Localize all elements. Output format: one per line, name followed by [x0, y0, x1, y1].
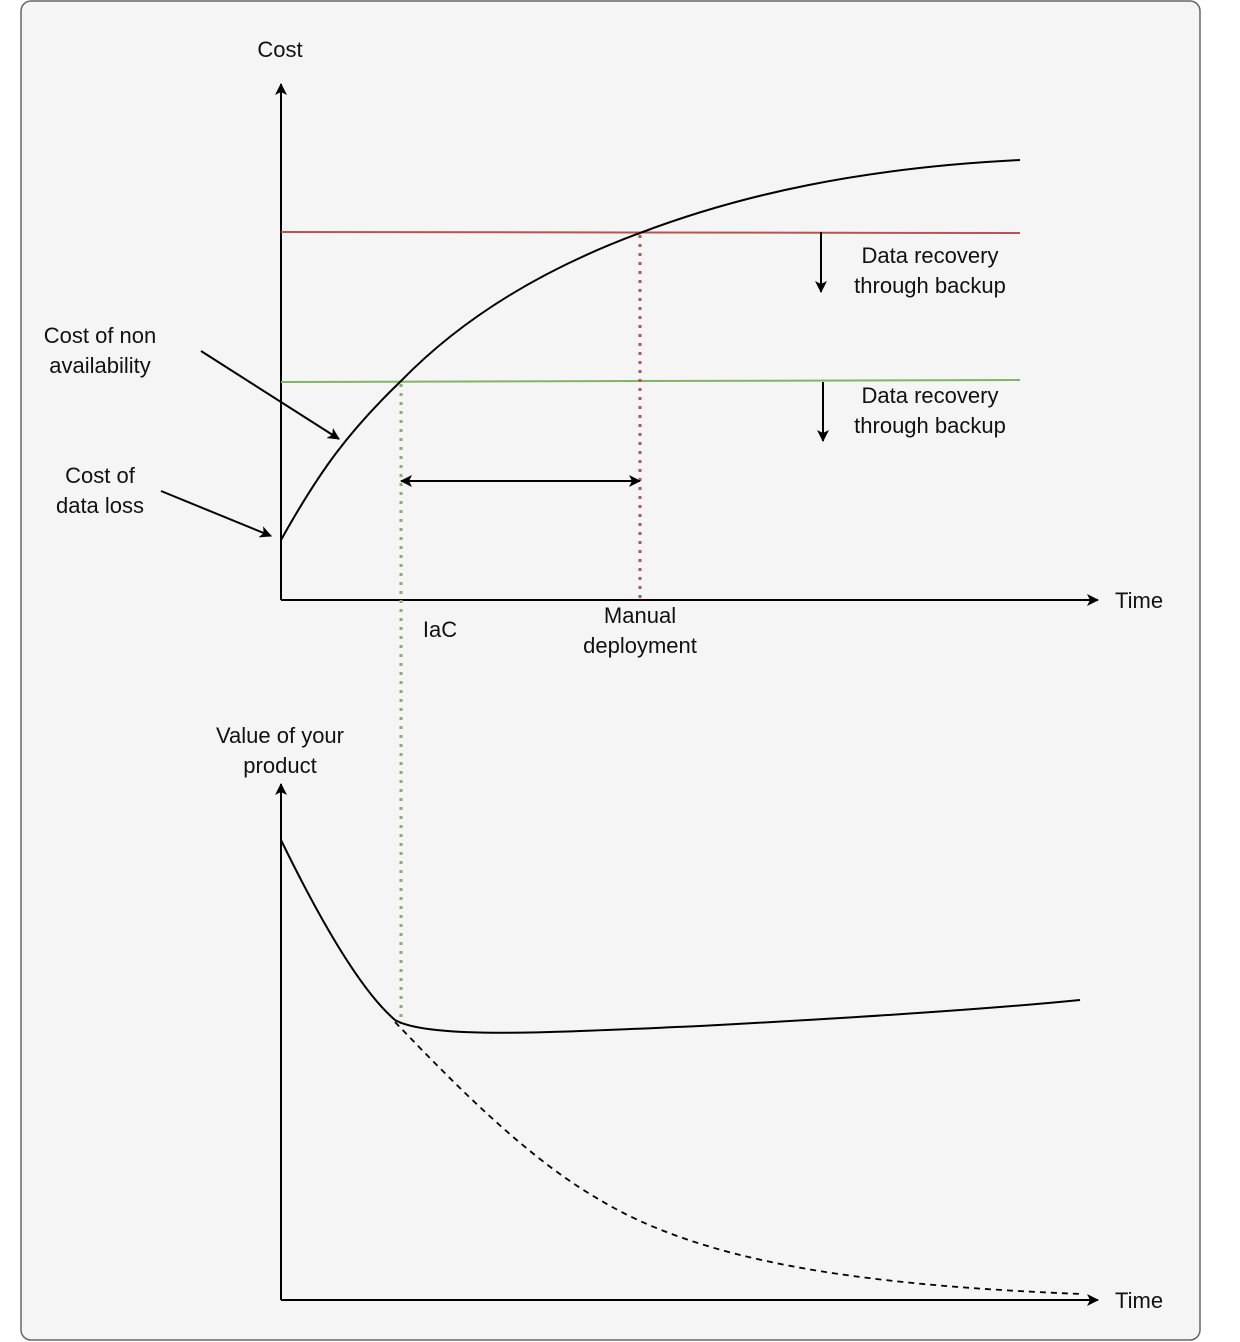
cost-curve: [280, 159, 1021, 541]
iac-threshold-line: [280, 379, 1021, 383]
manual-deployment-label-line1: Manual: [604, 603, 676, 628]
data-loss-label-line2: data loss: [56, 493, 144, 518]
recovery-red-label-line2: through backup: [854, 273, 1006, 298]
recovery-green-label-line1: Data recovery: [862, 383, 999, 408]
diagram-frame: [20, 0, 1201, 1341]
recovery-green-label-line2: through backup: [854, 413, 1006, 438]
non-availability-label-line1: Cost of non: [44, 323, 157, 348]
manual-deployment-label-line2: deployment: [583, 633, 697, 658]
cost-axis-label: Cost: [257, 37, 302, 62]
time-axis-label-top: Time: [1115, 588, 1163, 613]
data-loss-label-line1: Cost of: [65, 463, 136, 488]
non-availability-pointer: [200, 350, 340, 440]
value-axis-label-line2: product: [243, 753, 316, 778]
value-axis-label-line1: Value of your: [216, 723, 344, 748]
value-curve-iac: [280, 839, 1081, 1034]
iac-label: IaC: [423, 617, 457, 642]
value-curve-manual: [394, 1021, 1083, 1295]
non-availability-label-line2: availability: [49, 353, 151, 378]
recovery-red-label-line1: Data recovery: [862, 243, 999, 268]
time-axis-label-bottom: Time: [1115, 1288, 1163, 1313]
data-loss-pointer: [160, 490, 272, 538]
manual-threshold-line: [280, 231, 1021, 234]
